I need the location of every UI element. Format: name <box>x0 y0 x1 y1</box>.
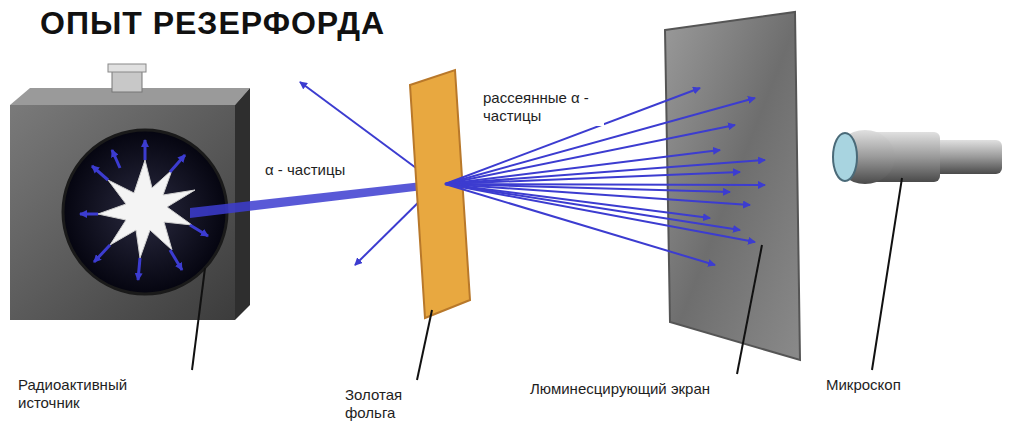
leader-lines <box>192 178 902 380</box>
part-label: Радиоактивный источник <box>18 376 168 412</box>
alpha-beam <box>190 180 440 218</box>
part-label: Люминесцирующий экран <box>530 380 720 398</box>
beam-label: α - частицы <box>262 160 348 180</box>
scattered-rays <box>445 88 765 265</box>
luminescent-screen <box>665 12 800 360</box>
scattered-label: рассеянные α - частицы <box>480 88 604 126</box>
part-label: Золотая фольга <box>345 386 455 422</box>
diagram-title: ОПЫТ РЕЗЕРФОРДА <box>40 4 385 42</box>
radioactive-source <box>10 64 250 320</box>
part-label: Микроскоп <box>826 376 966 394</box>
microscope <box>833 130 1002 184</box>
gold-foil <box>410 70 470 318</box>
